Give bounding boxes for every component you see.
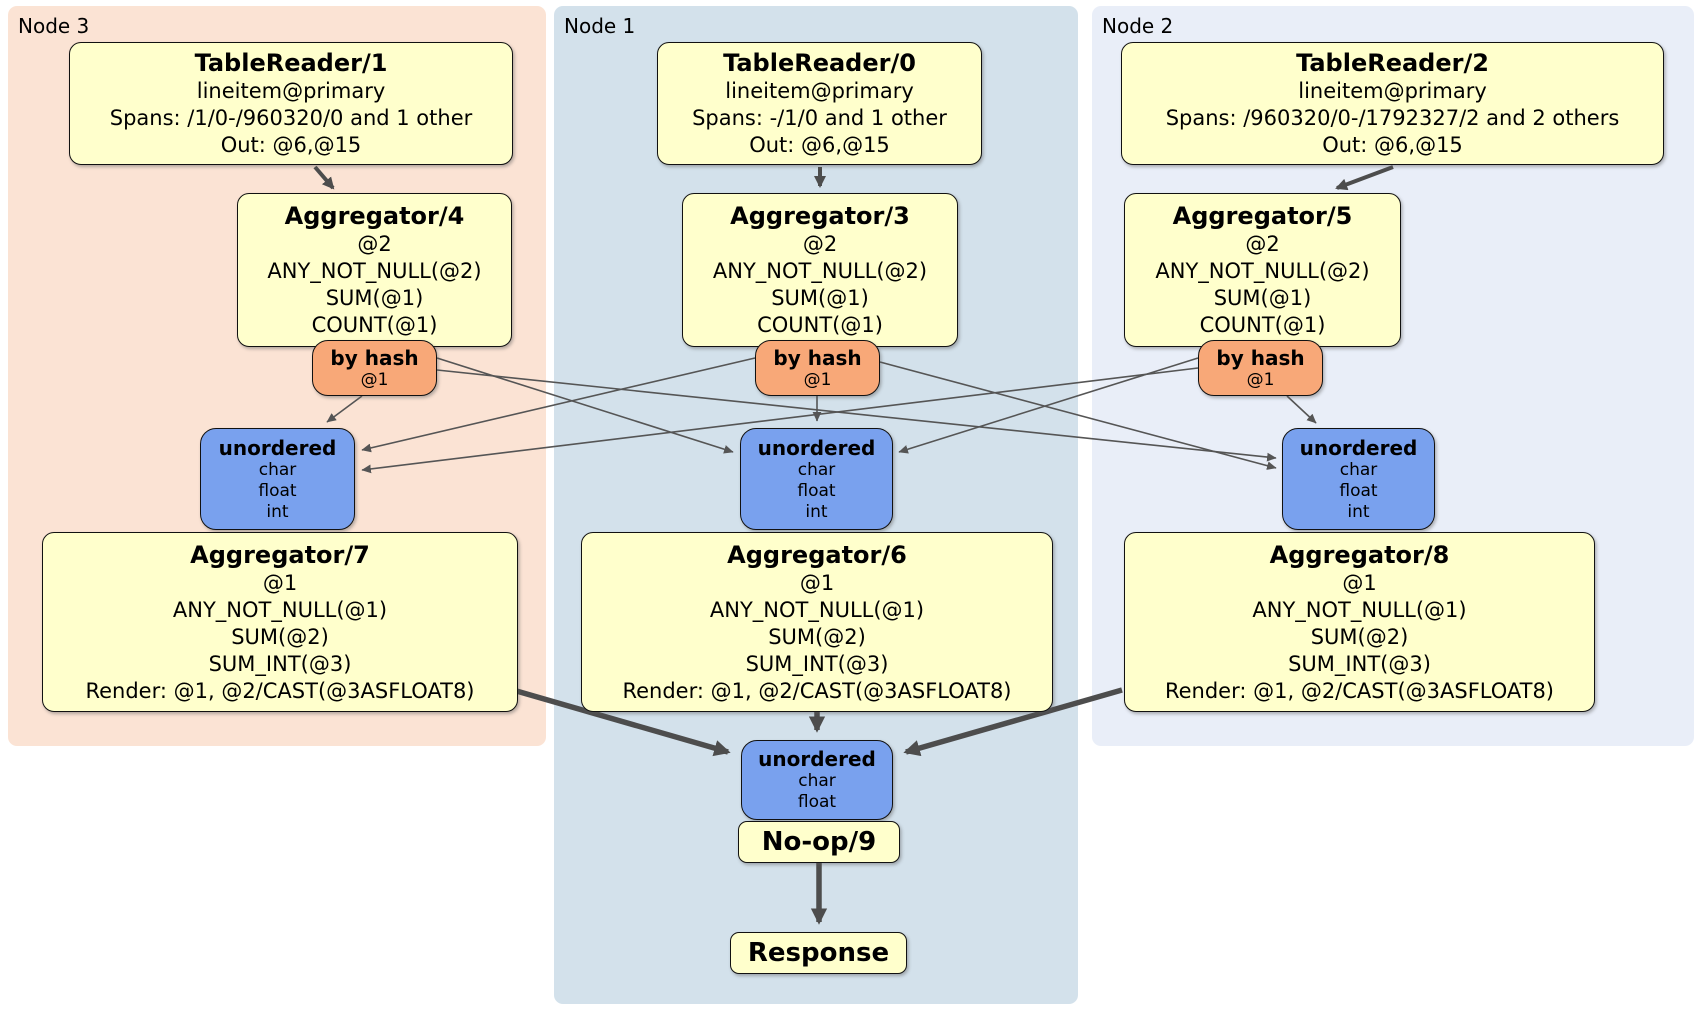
unordered-node3-col3: int bbox=[266, 501, 289, 522]
unordered-node3-col2: float bbox=[258, 480, 297, 501]
aggregator-4-fn2: SUM(@1) bbox=[325, 286, 424, 310]
aggregator-8-fn2: SUM(@2) bbox=[1310, 624, 1409, 649]
aggregator-7-fn3: SUM_INT(@3) bbox=[208, 651, 352, 676]
aggregator-6-fn2: SUM(@2) bbox=[768, 624, 866, 649]
aggregator-4-title: Aggregator/4 bbox=[284, 202, 465, 230]
aggregator-6-groupcols: @1 bbox=[799, 570, 835, 595]
panel-node3-label: Node 3 bbox=[18, 14, 90, 38]
aggregator-3-fn1: ANY_NOT_NULL(@2) bbox=[712, 259, 928, 283]
aggregator-3-fn2: SUM(@1) bbox=[771, 286, 869, 310]
aggregator-4-groupcols: @2 bbox=[357, 232, 392, 256]
unordered-sync-node1: unordered char float int bbox=[740, 428, 893, 530]
byhash-node3-cols: @1 bbox=[360, 369, 389, 390]
aggregator-5-title: Aggregator/5 bbox=[1172, 202, 1353, 230]
aggregator-6-render: Render: @1, @2/CAST(@3ASFLOAT8) bbox=[622, 678, 1012, 703]
aggregator-6-fn1: ANY_NOT_NULL(@1) bbox=[709, 597, 925, 622]
unordered-sync-final: unordered char float bbox=[741, 740, 893, 820]
byhash-node3-title: by hash bbox=[330, 345, 419, 370]
tablereader-1-box: TableReader/1 lineitem@primary Spans: /1… bbox=[69, 42, 513, 165]
aggregator-4-box: Aggregator/4 @2 ANY_NOT_NULL(@2) SUM(@1)… bbox=[237, 193, 512, 347]
response-box: Response bbox=[730, 932, 907, 974]
unordered-node1-title: unordered bbox=[757, 435, 876, 460]
aggregator-8-box: Aggregator/8 @1 ANY_NOT_NULL(@1) SUM(@2)… bbox=[1124, 532, 1595, 712]
unordered-final-col2: float bbox=[797, 792, 837, 812]
unordered-node2-col3: int bbox=[1347, 501, 1370, 522]
unordered-node3-col1: char bbox=[258, 459, 297, 480]
aggregator-8-title: Aggregator/8 bbox=[1269, 540, 1450, 569]
aggregator-7-fn2: SUM(@2) bbox=[231, 624, 329, 649]
tablereader-0-spans: Spans: -/1/0 and 1 other bbox=[692, 106, 947, 130]
aggregator-6-fn3: SUM_INT(@3) bbox=[745, 651, 889, 676]
aggregator-4-fn1: ANY_NOT_NULL(@2) bbox=[267, 259, 482, 283]
aggregator-6-title: Aggregator/6 bbox=[727, 540, 907, 569]
tablereader-1-spans: Spans: /1/0-/960320/0 and 1 other bbox=[109, 106, 473, 130]
unordered-sync-node3: unordered char float int bbox=[200, 428, 355, 530]
byhash-node2-title: by hash bbox=[1216, 345, 1305, 370]
tablereader-1-index: lineitem@primary bbox=[196, 79, 386, 103]
tablereader-2-box: TableReader/2 lineitem@primary Spans: /9… bbox=[1121, 42, 1664, 165]
tablereader-1-out: Out: @6,@15 bbox=[220, 133, 362, 157]
tablereader-0-title: TableReader/0 bbox=[723, 49, 916, 77]
byhash-router-node1: by hash @1 bbox=[755, 340, 880, 396]
aggregator-8-fn3: SUM_INT(@3) bbox=[1288, 651, 1431, 676]
aggregator-3-groupcols: @2 bbox=[802, 232, 838, 256]
aggregator-5-fn2: SUM(@1) bbox=[1213, 286, 1312, 310]
aggregator-3-fn3: COUNT(@1) bbox=[757, 313, 883, 337]
aggregator-3-box: Aggregator/3 @2 ANY_NOT_NULL(@2) SUM(@1)… bbox=[682, 193, 958, 347]
aggregator-7-box: Aggregator/7 @1 ANY_NOT_NULL(@1) SUM(@2)… bbox=[42, 532, 518, 712]
aggregator-3-title: Aggregator/3 bbox=[730, 202, 910, 230]
tablereader-0-box: TableReader/0 lineitem@primary Spans: -/… bbox=[657, 42, 982, 165]
aggregator-5-box: Aggregator/5 @2 ANY_NOT_NULL(@2) SUM(@1)… bbox=[1124, 193, 1401, 347]
unordered-node2-col1: char bbox=[1339, 459, 1378, 480]
tablereader-2-out: Out: @6,@15 bbox=[1322, 133, 1463, 157]
byhash-router-node2: by hash @1 bbox=[1198, 340, 1323, 396]
aggregator-7-render: Render: @1, @2/CAST(@3ASFLOAT8) bbox=[85, 678, 475, 703]
panel-node2-label: Node 2 bbox=[1102, 14, 1174, 38]
aggregator-8-render: Render: @1, @2/CAST(@3ASFLOAT8) bbox=[1164, 678, 1555, 703]
panel-node1-label: Node 1 bbox=[564, 14, 636, 38]
aggregator-7-groupcols: @1 bbox=[262, 570, 298, 595]
byhash-router-node3: by hash @1 bbox=[312, 340, 437, 396]
aggregator-6-box: Aggregator/6 @1 ANY_NOT_NULL(@1) SUM(@2)… bbox=[581, 532, 1053, 712]
tablereader-2-index: lineitem@primary bbox=[1298, 79, 1487, 103]
aggregator-8-groupcols: @1 bbox=[1342, 570, 1377, 595]
noop-title: No-op/9 bbox=[761, 827, 877, 857]
response-title: Response bbox=[747, 938, 890, 968]
unordered-final-col1: char bbox=[798, 771, 836, 791]
unordered-node1-col2: float bbox=[797, 480, 836, 501]
unordered-node2-col2: float bbox=[1339, 480, 1378, 501]
aggregator-5-groupcols: @2 bbox=[1245, 232, 1280, 256]
noop-box: No-op/9 bbox=[738, 821, 900, 863]
unordered-final-title: unordered bbox=[758, 747, 876, 771]
tablereader-0-out: Out: @6,@15 bbox=[749, 133, 890, 157]
aggregator-8-fn1: ANY_NOT_NULL(@1) bbox=[1252, 597, 1467, 622]
byhash-node1-cols: @1 bbox=[803, 369, 832, 390]
unordered-node1-col1: char bbox=[797, 459, 836, 480]
tablereader-2-title: TableReader/2 bbox=[1296, 49, 1489, 77]
byhash-node2-cols: @1 bbox=[1246, 369, 1275, 390]
tablereader-2-spans: Spans: /960320/0-/1792327/2 and 2 others bbox=[1165, 106, 1620, 130]
aggregator-5-fn3: COUNT(@1) bbox=[1199, 313, 1326, 337]
aggregator-7-title: Aggregator/7 bbox=[190, 540, 370, 569]
aggregator-4-fn3: COUNT(@1) bbox=[311, 313, 438, 337]
aggregator-5-fn1: ANY_NOT_NULL(@2) bbox=[1155, 259, 1370, 283]
tablereader-1-title: TableReader/1 bbox=[194, 49, 388, 77]
unordered-node1-col3: int bbox=[805, 501, 828, 522]
aggregator-7-fn1: ANY_NOT_NULL(@1) bbox=[172, 597, 388, 622]
unordered-node3-title: unordered bbox=[218, 435, 337, 460]
tablereader-0-index: lineitem@primary bbox=[725, 79, 914, 103]
unordered-node2-title: unordered bbox=[1299, 435, 1418, 460]
byhash-node1-title: by hash bbox=[773, 345, 862, 370]
unordered-sync-node2: unordered char float int bbox=[1282, 428, 1435, 530]
